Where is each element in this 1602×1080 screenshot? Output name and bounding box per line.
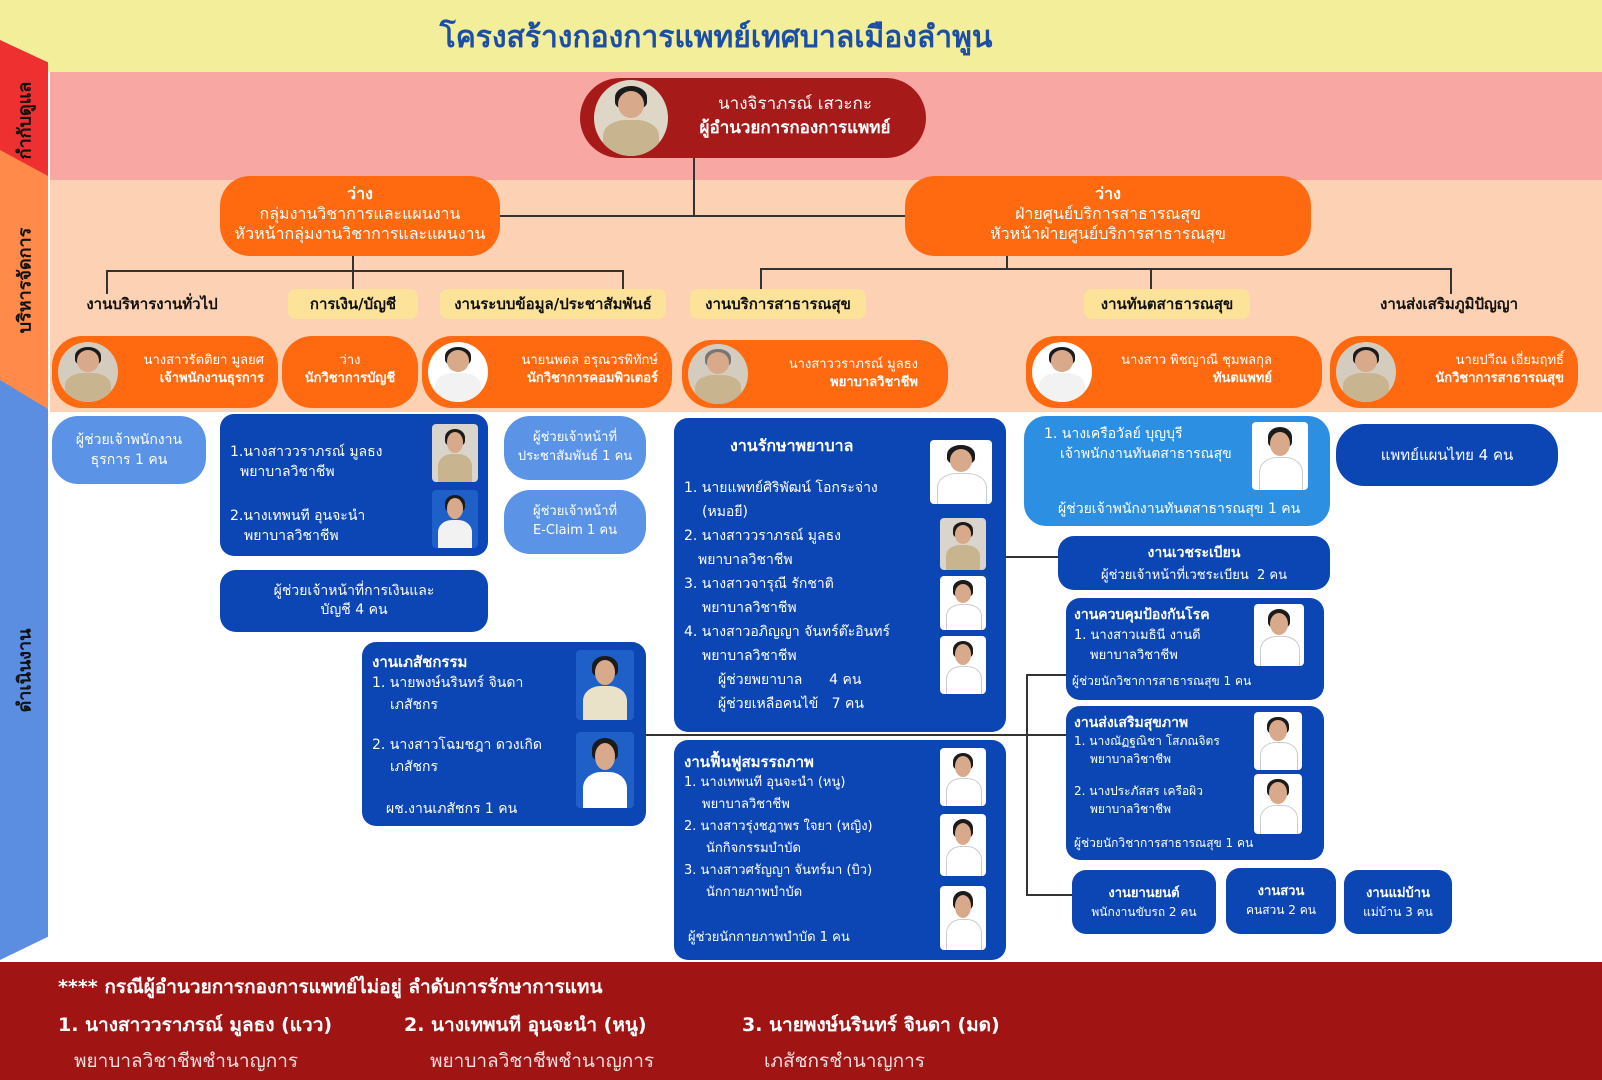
staff-photo	[940, 518, 986, 570]
finance-staff-box: 1.นางสาววราภรณ์ มูลธง พยาบาลวิชาชีพ 2.นา…	[220, 414, 488, 556]
connector	[352, 254, 354, 272]
left-group-name: กลุ่มงานวิชาการและแผนงาน	[259, 204, 461, 223]
staff-photo	[1252, 422, 1308, 490]
unit-finance: การเงิน/บัญชี	[288, 289, 418, 319]
right-group-status: ว่าง	[1095, 184, 1121, 203]
acting-2: 2. นางเทพนที อุนจะนำ (หนู) พยาบาลวิชาชีพ…	[404, 1014, 655, 1072]
connector	[760, 268, 1452, 270]
staff-photo	[1254, 604, 1304, 666]
health-promotion-box: งานส่งเสริมสุขภาพ 1. นางณัฏฐณิชา โสภณจิต…	[1066, 706, 1324, 860]
connector	[693, 158, 695, 216]
head-photo	[58, 342, 118, 402]
head-thai-medicine: นายปวีณ เอี่ยมฤทธิ์นักวิชาการสาธารณสุข	[1330, 336, 1578, 408]
head-finance: ว่างนักวิชาการบัญชี	[282, 336, 418, 408]
unit-thai-medicine: งานส่งเสริมภูมิปัญญา	[1380, 295, 1518, 313]
acting-1: 1. นางสาววราภรณ์ มูลธง (แวว) พยาบาลวิชาช…	[58, 1014, 333, 1072]
connector	[1450, 268, 1452, 294]
head-dental: นางสาว พิชญาณี ชุมพลกุลทันตแพทย์	[1026, 336, 1322, 408]
connector	[1026, 734, 1066, 736]
connector	[1026, 674, 1028, 896]
director-photo	[594, 80, 668, 156]
staff-photo	[432, 424, 478, 482]
staff-photo	[930, 440, 992, 504]
head-info: นายนพดล อรุณวรพิทักษ์นักวิชาการคอมพิวเตอ…	[422, 336, 672, 408]
staff-photo	[576, 650, 634, 720]
right-group-card: ว่าง ฝ่ายศูนย์บริการสาธารณสุข หัวหน้าฝ่า…	[905, 176, 1311, 256]
unit-dental: งานทันตสาธารณสุข	[1084, 289, 1250, 319]
staff-photo	[940, 576, 986, 630]
staff-photo	[1254, 712, 1302, 770]
pr-assist-box: ผู้ช่วยเจ้าหน้าที่ประชาสัมพันธ์ 1 คน	[504, 416, 646, 480]
unit-info: งานระบบข้อมูล/ประชาสัมพันธ์	[440, 289, 666, 319]
staff-photo	[1254, 774, 1302, 834]
head-photo	[1032, 342, 1092, 402]
head-photo	[1336, 342, 1396, 402]
staff-photo	[432, 490, 478, 548]
nursing-box: งานรักษาพยาบาล 1. นายแพทย์ศิริพัฒน์ โอกร…	[674, 418, 1006, 732]
records-box: งานเวชระเบียน ผู้ช่วยเจ้าหน้าที่เวชระเบี…	[1058, 536, 1330, 590]
director-position: ผู้อำนวยการกองการแพทย์	[699, 118, 891, 138]
head-general-admin: นางสาวรัตติยา มูลยศเจ้าพนักงานธุรการ	[52, 336, 278, 408]
footer-note: **** กรณีผู้อำนวยการกองการแพทย์ไม่อยู่ ล…	[58, 976, 603, 998]
page-title: โครงสร้างกองการแพทย์เทศบาลเมืองลำพูน	[439, 20, 993, 55]
title-band	[0, 0, 1602, 72]
staff-photo	[940, 886, 986, 950]
connector	[1006, 254, 1008, 270]
staff-photo	[576, 732, 634, 808]
left-group-card: ว่าง กลุ่มงานวิชาการและแผนงาน หัวหน้ากลุ…	[220, 176, 500, 256]
housekeeping-box: งานแม่บ้าน แม่บ้าน 3 คน	[1344, 870, 1452, 934]
right-group-name: ฝ่ายศูนย์บริการสาธารณสุข	[1015, 204, 1201, 223]
head-photo	[688, 344, 748, 404]
connector	[106, 270, 108, 294]
pharmacy-box: งานเภสัชกรรม 1. นายพงษ์นรินทร์ จินดา เภส…	[362, 642, 646, 826]
left-group-position: หัวหน้ากลุ่มงานวิชาการและแผนงาน	[234, 224, 486, 243]
vehicle-box: งานยานยนต์ พนักงานขับรถ 2 คน	[1072, 870, 1216, 934]
unit-public-health-service: งานบริการสาธารณสุข	[690, 289, 866, 319]
garden-box: งานสวน คนสวน 2 คน	[1226, 868, 1336, 934]
dental-staff-box: 1. นางเครือวัลย์ บุญบุรี เจ้าพนักงานทันต…	[1024, 416, 1330, 526]
rehab-box: งานฟื้นฟูสมรรถภาพ 1. นางเทพนที อุนจะนำ (…	[674, 740, 1006, 960]
connector	[352, 270, 354, 294]
connector	[1026, 674, 1066, 676]
connector	[498, 215, 906, 217]
head-photo	[428, 342, 488, 402]
admin-assist-box: ผู้ช่วยเจ้าพนักงานธุรการ 1 คน	[52, 416, 206, 484]
right-group-position: หัวหน้าฝ่ายศูนย์บริการสาธารณสุข	[990, 224, 1226, 243]
staff-photo	[940, 748, 986, 806]
staff-photo	[940, 814, 986, 876]
director-name: นางจิราภรณ์ เสวะกะ	[718, 94, 872, 114]
footer-band	[0, 962, 1602, 1080]
head-public-health-service: นางสาววราภรณ์ มูลธงพยาบาลวิชาชีพ	[682, 340, 948, 408]
section-operations: ดำเนินงาน	[0, 380, 48, 960]
connector	[760, 268, 762, 294]
connector	[642, 734, 1068, 736]
connector	[106, 270, 624, 272]
section-management: บริหารจัดการ	[0, 150, 48, 410]
staff-photo	[940, 636, 986, 694]
director-card: นางจิราภรณ์ เสวะกะ ผู้อำนวยการกองการแพทย…	[580, 78, 926, 158]
unit-general-admin: งานบริหารงานทั่วไป	[86, 295, 218, 313]
finance-assist-box: ผู้ช่วยเจ้าหน้าที่การเงินและบัญชี 4 คน	[220, 570, 488, 632]
acting-3: 3. นายพงษ์นรินทร์ จินดา (มด) เภสัชกรชำนา…	[742, 1014, 1000, 1072]
left-group-status: ว่าง	[347, 184, 373, 203]
connector	[1026, 894, 1072, 896]
connector	[622, 270, 624, 294]
connector	[1150, 268, 1152, 294]
disease-control-box: งานควบคุมป้องกันโรค 1. นางสาวเมธินี งานด…	[1066, 598, 1324, 700]
eclaim-assist-box: ผู้ช่วยเจ้าหน้าที่ E-Claim 1 คน	[504, 490, 646, 554]
connector	[1005, 556, 1059, 558]
thai-doctor-box: แพทย์แผนไทย 4 คน	[1336, 424, 1558, 486]
